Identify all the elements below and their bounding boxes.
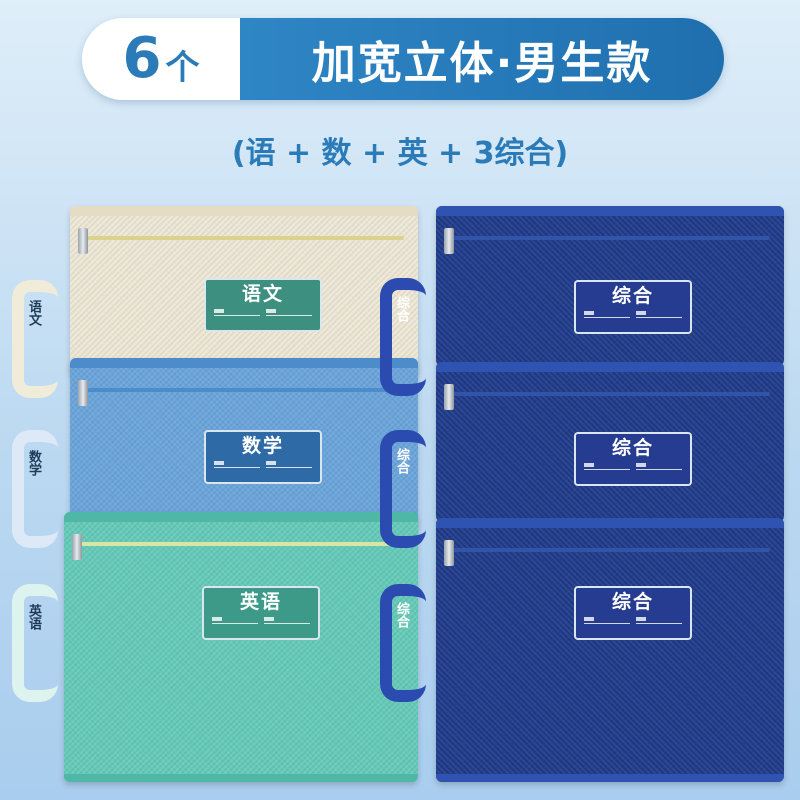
handle <box>12 584 58 702</box>
count-number: 6 <box>122 26 162 91</box>
handle-tag: 综合 <box>394 296 409 322</box>
handle <box>12 280 58 398</box>
subtitle: (语 + 数 + 英 + 3综合) <box>231 136 569 171</box>
subject-label: 语文 <box>204 278 322 332</box>
bag-comprehensive-2: 综合 <box>436 362 784 522</box>
bag-trim <box>436 206 784 216</box>
bag-english: 英语 <box>64 512 418 782</box>
label-lines <box>584 311 682 318</box>
label-lines <box>584 463 682 470</box>
subject-name: 综合 <box>611 285 654 307</box>
bag-chinese: 语文 <box>70 206 418 376</box>
count-unit: 个 <box>165 47 200 88</box>
banner-title: 加宽立体·男生款 <box>240 18 724 100</box>
handle-tag: 综合 <box>394 448 409 474</box>
zipper-pull-icon <box>444 384 454 410</box>
label-lines <box>214 309 312 316</box>
subject-label: 综合 <box>574 280 692 334</box>
handle <box>380 430 426 548</box>
zipper-pull-icon <box>72 534 82 560</box>
zipper <box>450 392 770 396</box>
zipper <box>78 542 404 546</box>
subject-name: 综合 <box>611 591 654 613</box>
handle-tag: 综合 <box>394 602 409 628</box>
subject-label: 英语 <box>202 586 320 640</box>
bag-trim <box>436 362 784 372</box>
handle-tag: 英语 <box>26 604 41 630</box>
subject-label: 综合 <box>574 586 692 640</box>
bag-trim <box>64 512 418 522</box>
zipper-pull-icon <box>78 228 88 254</box>
bag-trim <box>70 206 418 216</box>
header-banner: 6 个 加宽立体·男生款 <box>82 18 724 100</box>
handle <box>380 584 426 702</box>
subject-name: 语文 <box>241 283 284 305</box>
subject-name: 英语 <box>239 591 282 613</box>
subject-label: 综合 <box>574 432 692 486</box>
zipper <box>450 548 770 552</box>
handle <box>380 278 426 396</box>
handle-tag: 语文 <box>26 300 41 326</box>
zipper <box>84 236 404 240</box>
zipper-pull-icon <box>78 380 88 406</box>
label-lines <box>212 617 310 624</box>
label-lines <box>214 461 312 468</box>
zipper <box>84 388 404 392</box>
bag-comprehensive-3: 综合 <box>436 518 784 782</box>
bag-trim <box>64 774 418 782</box>
bag-math: 数学 <box>70 358 418 528</box>
subject-name: 综合 <box>611 437 654 459</box>
bag-trim <box>436 774 784 782</box>
zipper-pull-icon <box>444 228 454 254</box>
bag-comprehensive-1: 综合 <box>436 206 784 366</box>
bag-trim <box>70 358 418 368</box>
bag-trim <box>436 518 784 528</box>
zipper-pull-icon <box>444 540 454 566</box>
count-badge: 6 个 <box>82 18 240 100</box>
label-lines <box>584 617 682 624</box>
zipper <box>450 236 770 240</box>
handle-tag: 数学 <box>26 450 41 476</box>
subject-label: 数学 <box>204 430 322 484</box>
subject-name: 数学 <box>241 435 284 457</box>
handle <box>12 430 58 548</box>
